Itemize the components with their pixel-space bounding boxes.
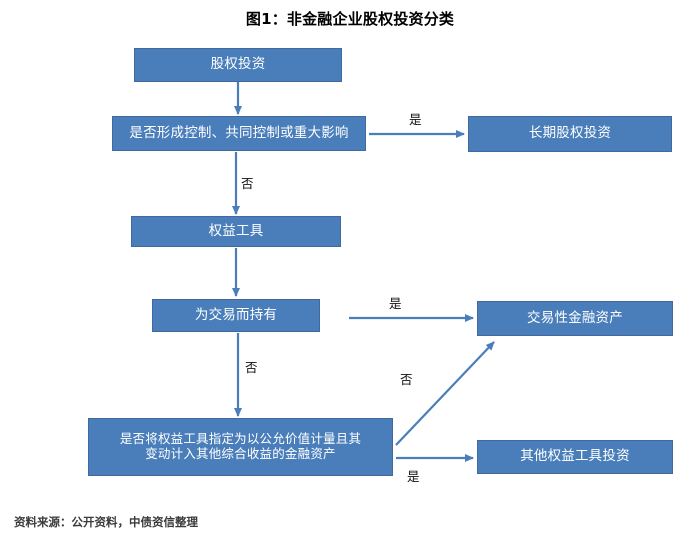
node-control-question-label: 是否形成控制、共同控制或重大影响 (129, 124, 349, 141)
flowchart-connectors (232, 82, 495, 462)
flowchart-canvas: 股权投资 是否形成控制、共同控制或重大影响 长期股权投资 权益工具 为交易而持有… (0, 30, 700, 500)
source-note: 资料来源：公开资料，中债资信整理 (14, 515, 198, 529)
connector-fvoci-to-tradingasset (395, 341, 495, 446)
node-fvoci-designation-question[interactable]: 是否将权益工具指定为以公允价值计量且其 变动计入其他综合收益的金融资产 (88, 418, 393, 476)
edge-label-yes-held-for-trading: 是 (389, 296, 402, 311)
node-equity-investment[interactable]: 股权投资 (134, 48, 342, 82)
node-held-for-trading[interactable]: 为交易而持有 (152, 299, 320, 332)
edge-label-yes-fvoci: 是 (407, 469, 420, 484)
node-trading-financial-asset-label: 交易性金融资产 (527, 309, 623, 326)
node-longterm-equity-investment[interactable]: 长期股权投资 (468, 116, 672, 152)
edge-label-no-held-for-trading: 否 (245, 360, 258, 375)
edge-label-no-control: 否 (241, 176, 254, 191)
node-equity-investment-label: 股权投资 (210, 56, 266, 73)
node-equity-instrument-label: 权益工具 (208, 222, 264, 239)
edge-label-yes-control: 是 (409, 112, 422, 127)
node-trading-financial-asset[interactable]: 交易性金融资产 (477, 301, 673, 336)
node-other-equity-instrument-investment[interactable]: 其他权益工具投资 (477, 440, 673, 474)
node-fvoci-designation-question-label: 是否将权益工具指定为以公允价值计量且其 变动计入其他综合收益的金融资产 (119, 431, 362, 461)
node-longterm-equity-investment-label: 长期股权投资 (528, 125, 612, 142)
figure-title: 图1：非金融企业股权投资分类 (245, 10, 455, 28)
node-control-question[interactable]: 是否形成控制、共同控制或重大影响 (112, 116, 366, 151)
node-equity-instrument[interactable]: 权益工具 (131, 216, 341, 247)
node-other-equity-instrument-investment-label: 其他权益工具投资 (520, 448, 630, 465)
node-held-for-trading-label: 为交易而持有 (194, 306, 278, 323)
edge-label-no-fvoci: 否 (400, 372, 413, 387)
